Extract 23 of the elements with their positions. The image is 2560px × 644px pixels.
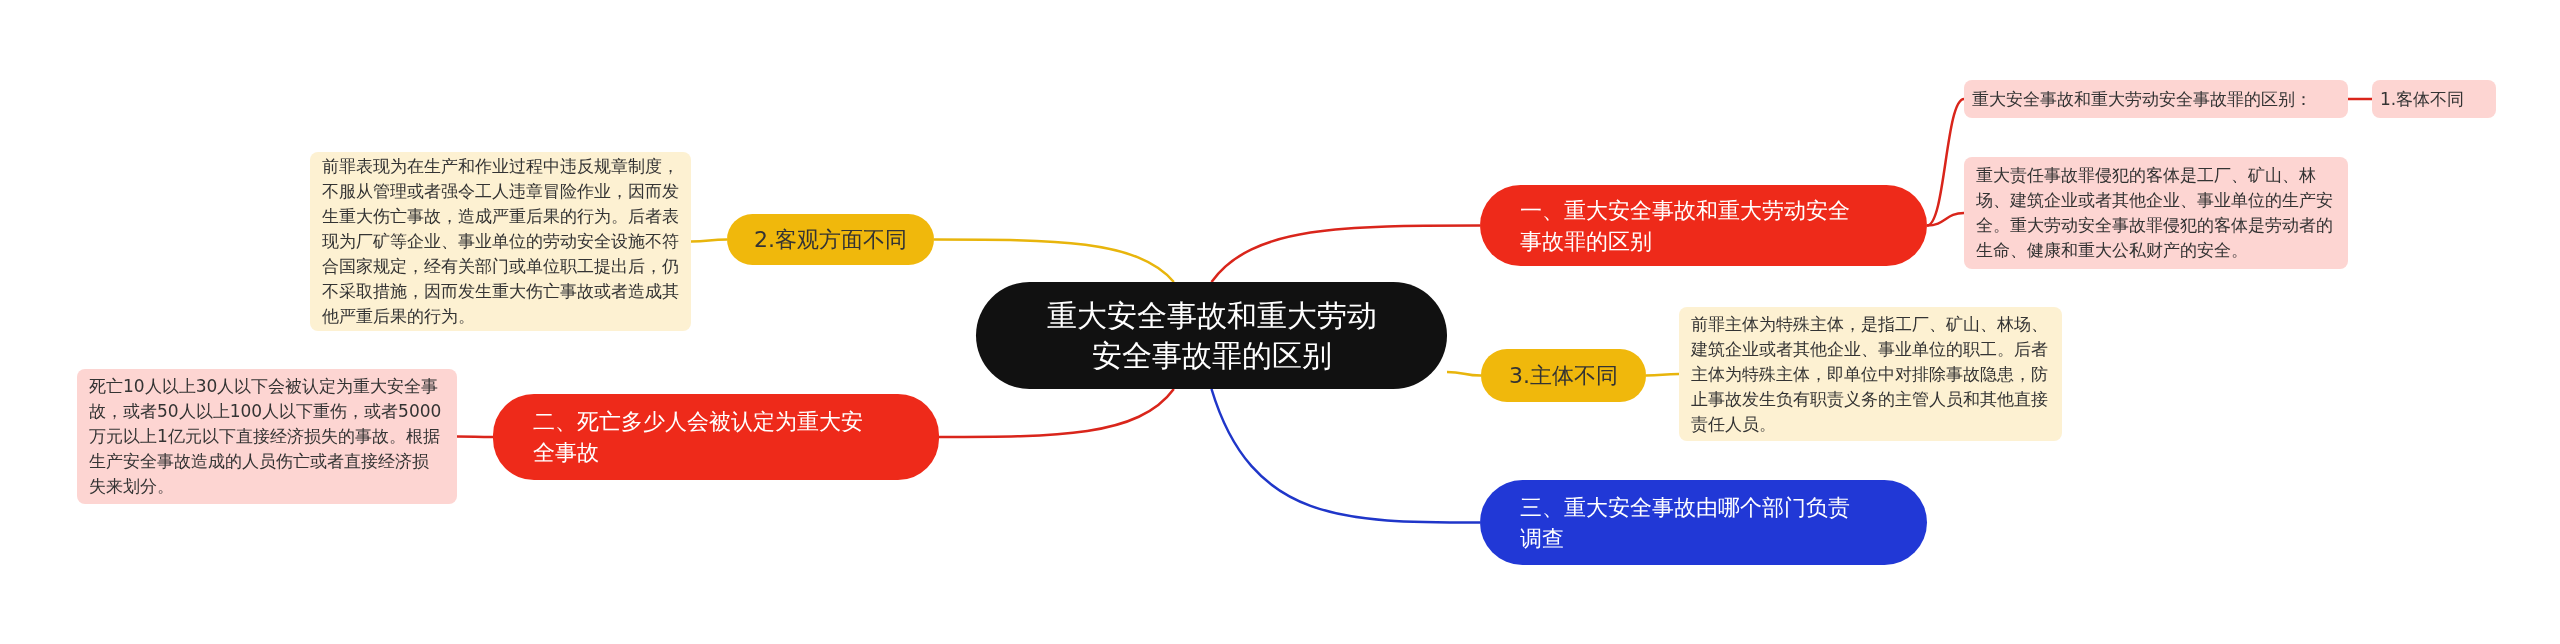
central-topic: 重大安全事故和重大劳动安全事故罪的区别: [976, 282, 1447, 389]
branch-topic: 二、死亡多少人会被认定为重大安全事故: [493, 394, 939, 480]
branch-topic: 三、重大安全事故由哪个部门负责调查: [1480, 480, 1927, 565]
connector-line: [1210, 388, 1480, 524]
connector-line: [691, 238, 727, 243]
connector-line: [2348, 97, 2372, 101]
connector-line: [1926, 97, 1965, 227]
note-box: 前罪主体为特殊主体，是指工厂、矿山、林场、建筑企业或者其他企业、事业单位的职工。后者主体为特殊主体，即单位中对排除事故隐患，防止事故发生负有职责义务的主管人员和其他直接责任人员。: [1679, 307, 2062, 441]
note-box: 重大责任事故罪侵犯的客体是工厂、矿山、林场、建筑企业或者其他企业、事业单位的生产安全。重大劳动安全事故罪侵犯的客体是劳动者的生命、健康和重大公私财产的安全。: [1964, 157, 2348, 269]
connector-line: [1926, 211, 1965, 227]
connector-line: [939, 388, 1175, 439]
subtopic: 重大安全事故和重大劳动安全事故罪的区别：: [1964, 80, 2348, 118]
connector-line: [457, 435, 493, 439]
branch-topic: 一、重大安全事故和重大劳动安全事故罪的区别: [1480, 185, 1927, 266]
connector-line: [1646, 372, 1679, 377]
subtopic: 1.客体不同: [2372, 80, 2496, 118]
connector-line: [1210, 224, 1480, 283]
subtopic: 2.客观方面不同: [727, 214, 934, 265]
subtopic: 3.主体不同: [1481, 349, 1646, 402]
note-box: 死亡10人以上30人以下会被认定为重大安全事故，或者50人以上100人以下重伤，或者5000万元以上1亿元以下直接经济损失的事故。根据生产安全事故造成的人员伤亡或者直接经济损失来划分。: [77, 369, 457, 504]
note-box: 前罪表现为在生产和作业过程中违反规章制度，不服从管理或者强令工人违章冒险作业，因而发生重大伤亡事故，造成严重后果的行为。后者表现为厂矿等企业、事业单位的劳动安全设施不符合国家规定，经有关部门或单位职工提出后，仍不采取措施，因而发生重大伤亡事故或者造成其他严重后果的行为。: [310, 152, 691, 331]
connector-line: [1446, 370, 1482, 377]
connector-line: [934, 238, 1175, 283]
